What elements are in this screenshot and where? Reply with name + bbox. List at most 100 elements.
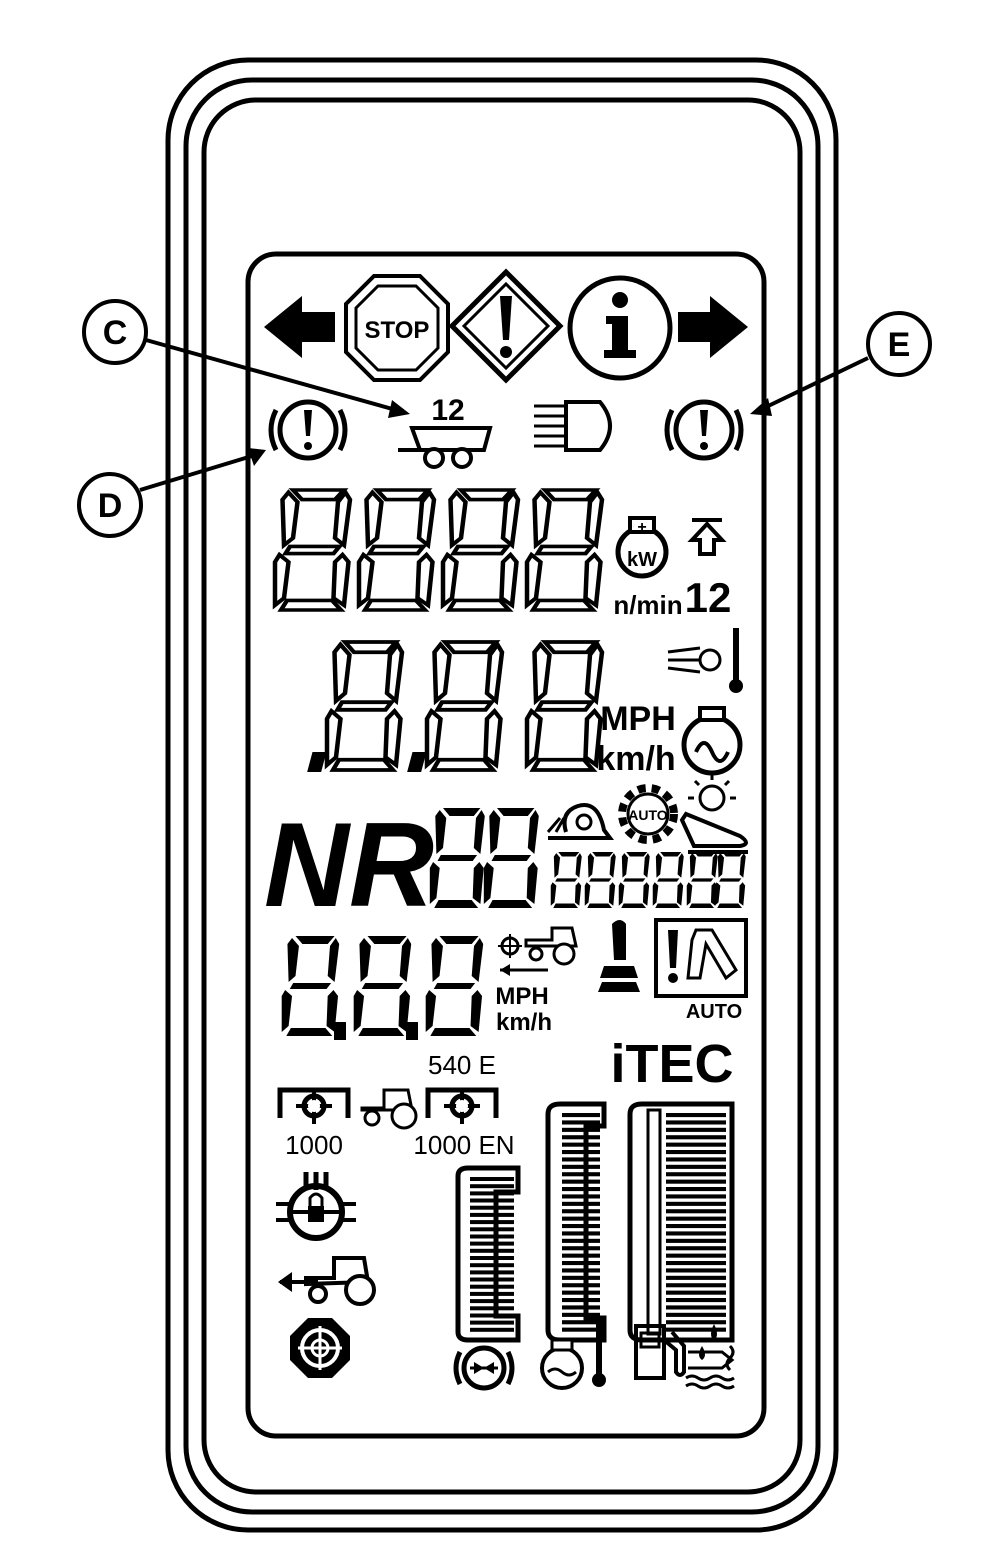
trailer-brake-warning-icon: [268, 399, 348, 461]
right-bar-segment: [666, 1224, 726, 1229]
left-bar-segment: [470, 1291, 514, 1296]
right-bar-segment: [666, 1179, 726, 1184]
middle-bar-segment: [562, 1113, 600, 1118]
right-bar-segment: [666, 1261, 726, 1266]
brand-itec: iTEC: [610, 1034, 733, 1094]
right-bar-segment: [666, 1120, 726, 1125]
left-bar-segment: [470, 1191, 514, 1196]
middle-bar-gauge: [545, 1101, 607, 1343]
left-bar-gauge: [455, 1165, 521, 1343]
water-in-fuel-icon: [685, 1324, 735, 1390]
middle-bar-segment: [562, 1253, 600, 1258]
gear-digits: [429, 808, 539, 908]
arrow-right-icon: [678, 296, 748, 358]
middle-bar-segment: [562, 1231, 600, 1236]
svg-text:C: C: [103, 314, 128, 352]
left-bar-segment: [470, 1277, 514, 1282]
middle-bar-segment: [562, 1298, 600, 1303]
svg-text:E: E: [888, 326, 911, 364]
middle-bar-segment: [562, 1216, 600, 1221]
left-bar-segment: [470, 1270, 514, 1275]
left-bar-segment: [470, 1320, 514, 1325]
middle-bar-segment: [562, 1209, 600, 1214]
diff-lock-icon: [276, 1172, 356, 1241]
middle-bar-segment: [562, 1238, 600, 1243]
middle-bar-segment: [562, 1179, 600, 1184]
right-bar-segment: [666, 1268, 726, 1273]
pto-left-speed: 1000: [285, 1130, 343, 1160]
hitch-up-icon: 12: [685, 518, 732, 621]
middle-bar-segment: [562, 1246, 600, 1251]
auto-steer-warning-icon: AUTO: [654, 918, 748, 1023]
middle-bar-segment: [562, 1157, 600, 1162]
right-bar-segment: [666, 1253, 726, 1258]
fuel-icon: [634, 1324, 686, 1380]
left-bar-segment: [470, 1241, 514, 1246]
left-bar-segment: [470, 1212, 514, 1217]
ground-speed-unit-kmh: km/h: [496, 1009, 552, 1036]
callout-d: D: [77, 448, 266, 538]
trailer-icon: 12: [398, 394, 493, 469]
callout-e: E: [750, 311, 932, 416]
middle-bar-segment: [562, 1187, 600, 1192]
right-bar-segment: [666, 1216, 726, 1221]
middle-bar-segment: [562, 1172, 600, 1177]
trailer-number: 12: [431, 394, 464, 427]
left-bar-segment: [470, 1284, 514, 1289]
left-bar-segment: [470, 1227, 514, 1232]
left-bar-segment: [470, 1263, 514, 1268]
stop-sign-icon: STOP: [344, 274, 450, 382]
mfwd-icon: [290, 1318, 350, 1378]
pto-1000-icon: [277, 1087, 351, 1124]
engine-power-icon: + kW: [615, 516, 669, 579]
svg-text:+: +: [637, 519, 646, 536]
middle-bar-segment: [562, 1312, 600, 1317]
right-bar-segment: [666, 1113, 726, 1118]
left-bar-segment: [470, 1184, 514, 1189]
middle-bar-segment: [562, 1327, 600, 1332]
right-bar-segment: [666, 1305, 726, 1310]
speed-digits: [307, 642, 602, 772]
middle-bar-segment: [562, 1320, 600, 1325]
auto-gear-label: AUTO: [628, 807, 668, 823]
right-bar-segment: [666, 1164, 726, 1169]
trailer-brake-warning-icon-right: [664, 399, 744, 461]
auto-gear-icon: AUTO: [618, 784, 678, 844]
middle-bar-segment: [562, 1194, 600, 1199]
speed-unit-mph: MPH: [600, 700, 676, 738]
ground-speed-digits: [281, 936, 484, 1040]
pto-1000en-icon: [425, 1087, 499, 1124]
coolant-temp-icon: [540, 1318, 606, 1390]
hitch-position: 12: [685, 574, 732, 621]
left-bar-segment: [470, 1256, 514, 1260]
middle-bar-segment: [562, 1201, 600, 1206]
middle-bar-segment: [562, 1127, 600, 1132]
svg-text:D: D: [98, 487, 123, 525]
right-bar-segment: [666, 1246, 726, 1251]
auto-badge: AUTO: [686, 1001, 742, 1023]
sunlight-seat-icon: [679, 774, 748, 854]
clock-digits: [550, 852, 746, 908]
middle-bar-segment: [562, 1164, 600, 1169]
right-bar-segment: [666, 1172, 726, 1177]
turbo-icon: [681, 706, 743, 776]
reverse-tractor-icon: [278, 1256, 376, 1306]
speed-unit-kmh: km/h: [596, 740, 675, 778]
right-bar-segment: [666, 1194, 726, 1199]
creeper-snail-icon: [546, 803, 614, 840]
right-bar-segment: [666, 1298, 726, 1303]
right-bar-segment: [666, 1283, 726, 1288]
right-bar-segment: [666, 1209, 726, 1214]
left-bar-segment: [470, 1248, 514, 1253]
ground-radar-tractor-icon: [498, 926, 578, 976]
middle-bar-segment: [562, 1150, 600, 1155]
left-bar-segment: [470, 1234, 514, 1239]
svg-text:kW: kW: [627, 549, 657, 571]
middle-bar-segment: [562, 1224, 600, 1229]
right-bar-segment: [666, 1157, 726, 1162]
left-bar-segment: [470, 1220, 514, 1225]
right-bar-segment: [666, 1312, 726, 1317]
park-brake-icon: [453, 1345, 515, 1391]
right-bar-gauge: [627, 1101, 735, 1343]
left-bar-segment: [470, 1177, 514, 1181]
